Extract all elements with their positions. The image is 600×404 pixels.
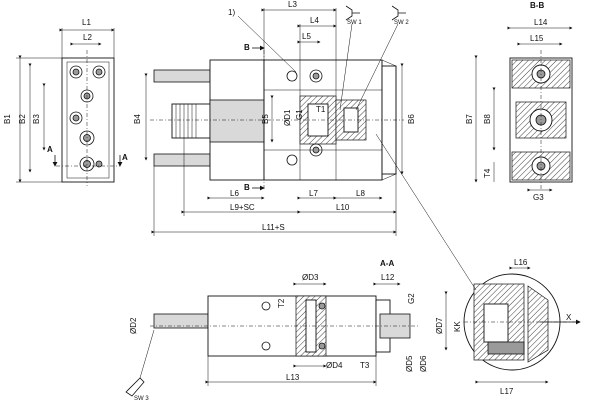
- section-view-BB: B-B L14 L15 B7 B8 T4 G3: [465, 1, 573, 202]
- dim-G1: G1: [295, 109, 304, 120]
- section-A-left: A: [47, 145, 53, 154]
- dim-KK: KK: [453, 321, 462, 332]
- dim-L6: L6: [230, 189, 239, 198]
- dim-L5: L5: [302, 32, 311, 41]
- dim-L3: L3: [288, 0, 297, 9]
- section-B-top: B: [244, 43, 250, 52]
- shock-absorber: [171, 103, 211, 139]
- dim-L10: L10: [336, 203, 350, 212]
- absorber-nut: [209, 99, 265, 143]
- dim-L15: L15: [530, 34, 544, 43]
- wrench-icon: [391, 5, 406, 21]
- dim-T4: T4: [483, 168, 492, 178]
- dim-D6: ØD6: [419, 355, 428, 372]
- wrench-label-SW1: SW 1: [347, 20, 362, 26]
- dim-L8: L8: [356, 189, 365, 198]
- dim-B2: B2: [18, 114, 27, 124]
- end-view-left: L1 L2 B1 B2 B3 A A: [3, 18, 128, 186]
- dim-B8: B8: [483, 114, 492, 124]
- dim-L9SC: L9+SC: [230, 203, 255, 212]
- dim-D7: ØD7: [435, 317, 444, 334]
- detail-view-X: X L16 L17 ØD7 KK: [375, 133, 581, 396]
- label-BB: B-B: [530, 1, 544, 10]
- side-view-main: B B L3 L4 L5 1) SW 1 SW 2 B4 B5 ØD1 G1 T…: [133, 0, 416, 236]
- piston-rod-lower: [153, 153, 211, 167]
- dim-L7: L7: [309, 189, 318, 198]
- section-B-bottom: B: [244, 183, 250, 192]
- dim-D1: ØD1: [283, 109, 292, 126]
- dim-G2: G2: [407, 293, 416, 304]
- dim-D5: ØD5: [405, 355, 414, 372]
- dim-G3: G3: [533, 193, 544, 202]
- label-SW3: SW 3: [134, 396, 149, 402]
- dim-T1: T1: [316, 105, 326, 114]
- end-plate-inner: [66, 61, 110, 179]
- note-1: 1): [228, 8, 235, 17]
- dim-L2: L2: [83, 33, 92, 42]
- dim-L17: L17: [500, 387, 514, 396]
- dim-L16: L16: [514, 258, 528, 267]
- dim-D3: ØD3: [302, 273, 319, 282]
- dim-L11S: L11+S: [262, 223, 285, 232]
- dim-L4: L4: [310, 16, 319, 25]
- dim-X: X: [566, 313, 572, 322]
- dim-B6: B6: [407, 114, 416, 124]
- dim-L14: L14: [534, 18, 548, 27]
- knurl: [175, 104, 197, 138]
- dim-B1: B1: [3, 114, 12, 124]
- dim-B3: B3: [32, 114, 41, 124]
- dim-L1: L1: [82, 18, 91, 27]
- dim-L13: L13: [286, 373, 300, 382]
- dim-B4: B4: [133, 114, 142, 124]
- dim-T3: T3: [360, 361, 370, 370]
- dim-B5: B5: [261, 114, 270, 124]
- label-AA: A-A: [380, 259, 394, 268]
- dim-L12: L12: [381, 273, 395, 282]
- dim-T2: T2: [277, 298, 286, 308]
- hex-key-icon: [125, 377, 145, 397]
- wrench-label-SW2: SW 2: [394, 20, 409, 26]
- dim-B7: B7: [465, 114, 474, 124]
- section-A-right: A: [122, 153, 128, 162]
- dim-D2: ØD2: [129, 317, 138, 334]
- wrench-icon: [345, 5, 360, 21]
- piston-rod-upper: [153, 69, 211, 83]
- mount-hole: [286, 70, 298, 82]
- section-view-AA: A-A ØD3 L12 G2 T2 ØD2 ØD4 T3 ØD5 ØD6 L13…: [125, 259, 428, 402]
- dim-D4: ØD4: [326, 361, 343, 370]
